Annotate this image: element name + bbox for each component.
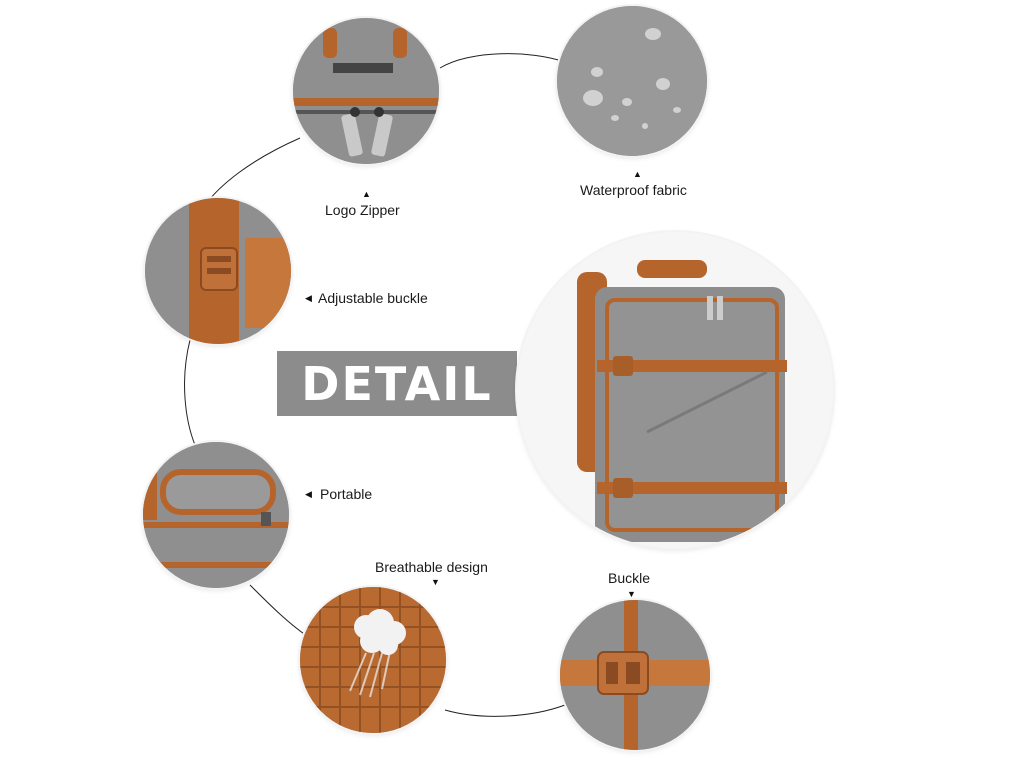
portable-label: Portable bbox=[320, 486, 373, 502]
logo-zipper-arrow-icon: ▲ bbox=[362, 189, 371, 199]
buckle-image bbox=[560, 600, 710, 750]
waterproof-fabric-arrow-icon: ▲ bbox=[633, 169, 642, 179]
portable-arrow-icon: ◀ bbox=[305, 489, 312, 499]
buckle-label: Buckle bbox=[608, 570, 651, 586]
breathable-design-arrow-icon: ▼ bbox=[431, 577, 440, 587]
adjustable-buckle-image bbox=[145, 198, 291, 344]
adjustable-buckle-arrow-icon: ◀ bbox=[305, 293, 312, 303]
waterproof-fabric-label: Waterproof fabric bbox=[580, 182, 687, 198]
waterproof-fabric-image bbox=[557, 6, 707, 156]
portable-image bbox=[143, 442, 289, 588]
breathable-design-label: Breathable design bbox=[375, 559, 488, 575]
detail-banner-title: DETAIL bbox=[301, 356, 493, 411]
backpack-main-image bbox=[517, 232, 833, 548]
logo-zipper-image bbox=[293, 18, 439, 164]
logo-zipper-label: Logo Zipper bbox=[325, 202, 400, 218]
detail-banner: DETAIL bbox=[277, 351, 517, 416]
adjustable-buckle-label: Adjustable buckle bbox=[318, 290, 428, 306]
breathable-design-image bbox=[300, 587, 446, 733]
buckle-arrow-icon: ▼ bbox=[627, 589, 636, 599]
